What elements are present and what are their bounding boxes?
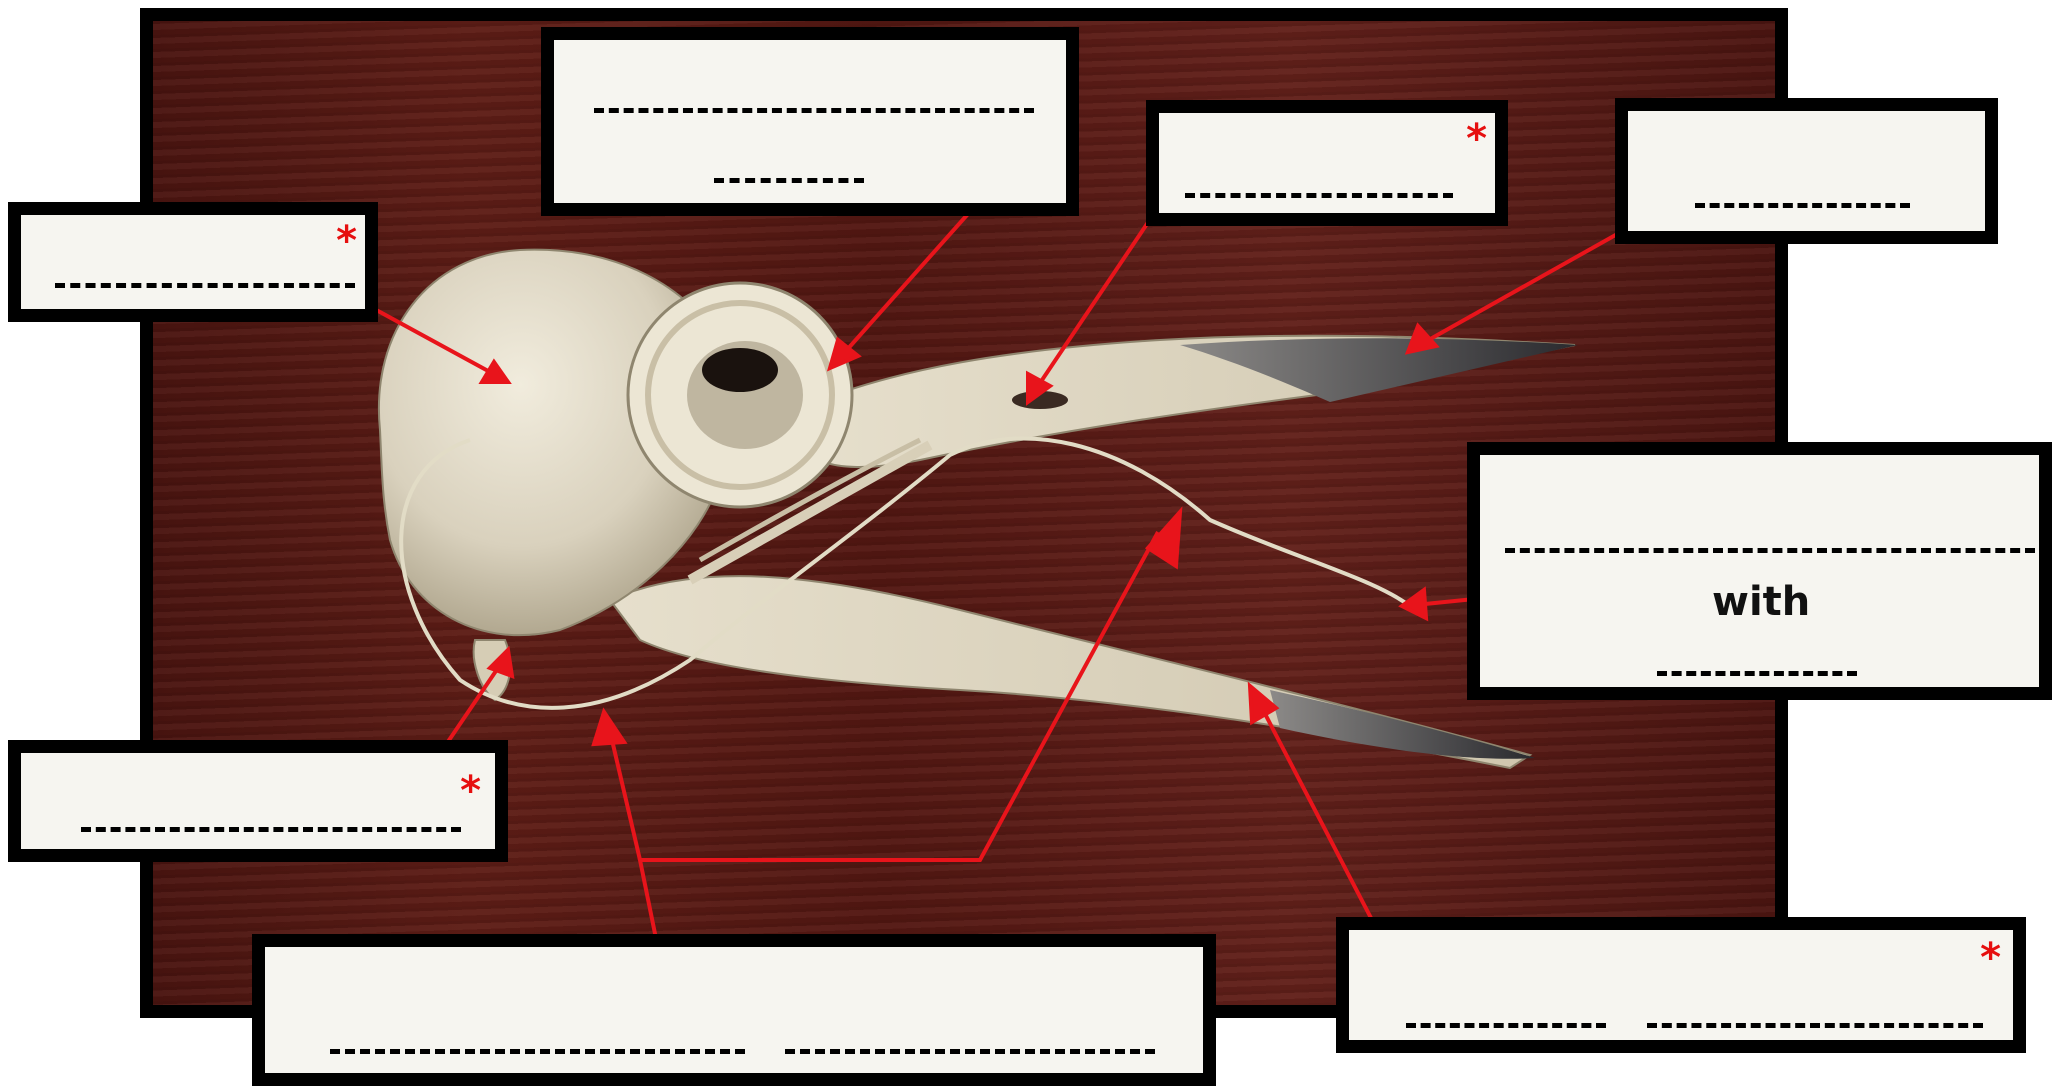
jaw-joint-label-box: * (8, 740, 508, 862)
answer-blank-line-2[interactable] (1657, 671, 1857, 676)
required-asterisk: * (336, 221, 357, 261)
nostril-label-box: * (1146, 100, 1508, 226)
answer-blank-word-1[interactable] (1406, 1023, 1606, 1028)
lower-beak-tip (1270, 690, 1535, 759)
lower-jaw-label-box (252, 934, 1216, 1086)
answer-blank-word-2[interactable] (785, 1049, 1155, 1054)
answer-blank-line-2[interactable] (714, 178, 864, 183)
required-asterisk: * (1980, 938, 2001, 978)
arrowhead-upper-beak (1408, 326, 1436, 352)
answer-blank[interactable] (1695, 203, 1910, 208)
answer-blank-word-2[interactable] (1647, 1023, 1983, 1028)
tongue-label-box: with (1467, 442, 2052, 700)
answer-blank-word-1[interactable] (330, 1049, 745, 1054)
lower-beak-label-box: * (1336, 917, 2026, 1053)
cranium-label-box: * (8, 202, 378, 322)
required-asterisk: * (1466, 119, 1487, 159)
answer-blank-line-1[interactable] (1505, 548, 2035, 553)
answer-blank[interactable] (1185, 193, 1453, 198)
with-connector-text: with (1712, 582, 1810, 622)
arrowhead-tongue (1402, 590, 1426, 618)
required-asterisk: * (460, 771, 481, 811)
eye-ring-label-box (541, 27, 1079, 216)
answer-blank[interactable] (55, 283, 355, 288)
arrowhead-lower-jaw-b (594, 712, 624, 744)
answer-blank[interactable] (81, 827, 461, 832)
answer-blank-line-1[interactable] (594, 108, 1034, 113)
upper-beak-label-box (1615, 98, 1998, 244)
